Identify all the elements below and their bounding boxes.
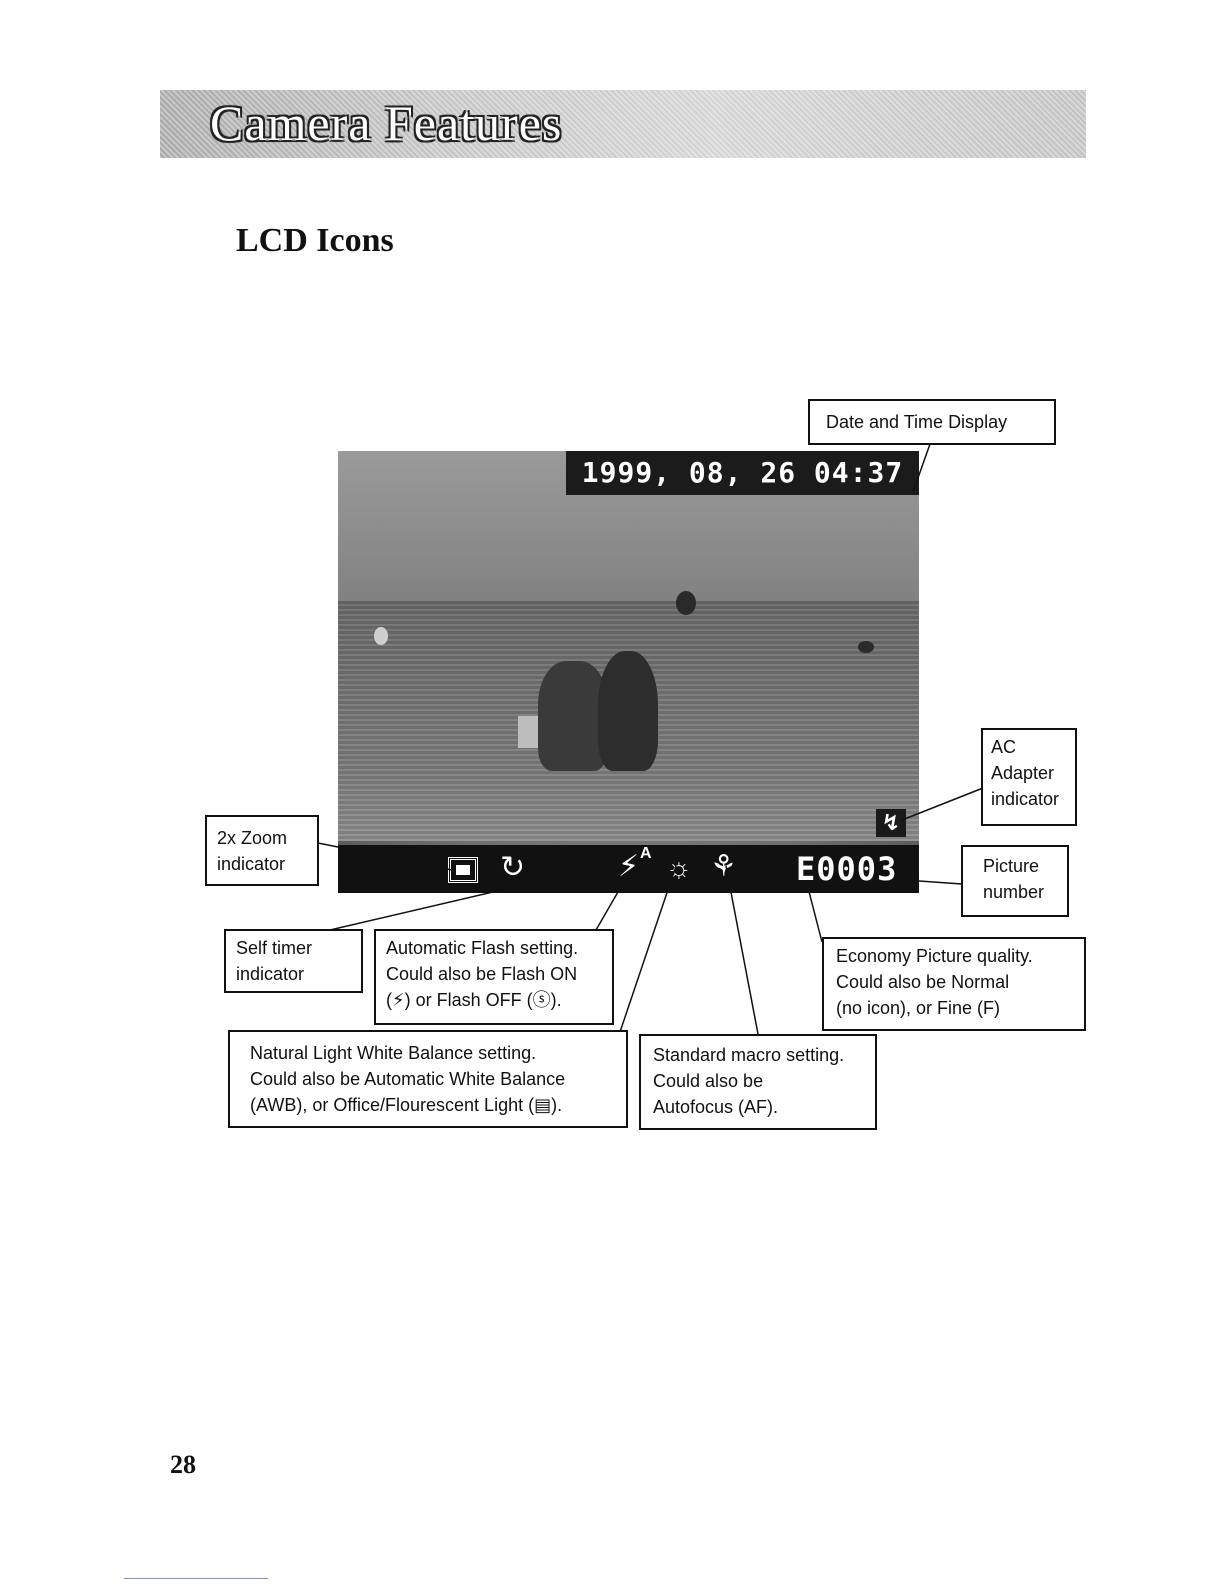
callout-text: Natural Light White Balance setting. [250, 1043, 537, 1063]
callout-text: Automatic Flash setting. [386, 938, 579, 958]
callout-text: indicator [236, 964, 305, 984]
self-timer-icon: ↻ [500, 851, 526, 884]
flash-icon: ⚡ [618, 850, 640, 883]
callout-text: Could also be Automatic White Balance [250, 1069, 566, 1089]
lcd-date-time-display: 1999, 08, 26 04:37 [566, 451, 919, 495]
callout-self-timer: Self timer indicator [224, 929, 363, 993]
callout-economy: Economy Picture quality. Could also be N… [822, 937, 1086, 1031]
chapter-banner: Camera Features [160, 90, 1086, 158]
zoom-2x-icon [448, 857, 478, 883]
lcd-status-bar: ↻ ⚡ A ☼ ⚘ E0003 [338, 845, 919, 893]
callout-text: (no icon), or Fine (F) [836, 998, 1001, 1018]
callout-ac-adapter: AC Adapter indicator [981, 728, 1077, 826]
callout-text: Standard macro setting. [653, 1045, 845, 1065]
callout-text: indicator [991, 789, 1060, 809]
lcd-photo-bird [858, 641, 874, 653]
lcd-photo-bird [374, 627, 388, 645]
callout-text: Self timer [236, 938, 313, 958]
callout-text: Economy Picture quality. [836, 946, 1033, 966]
callout-text: Autofocus (AF). [653, 1097, 779, 1117]
callout-text: number [983, 882, 1045, 902]
callout-date-time: Date and Time Display [808, 399, 1056, 445]
lcd-screen-illustration: 1999, 08, 26 04:37 ↯ ↻ ⚡ A ☼ ⚘ E0003 [338, 451, 919, 893]
callout-text: (⚡) or Flash OFF (ⓢ). [386, 990, 562, 1010]
callout-text: AC [991, 737, 1017, 757]
macro-flower-icon: ⚘ [710, 850, 737, 883]
lcd-picture-number: E0003 [796, 850, 898, 888]
callout-text: Could also be [653, 1071, 764, 1091]
lcd-photo-child [538, 661, 608, 771]
section-title: LCD Icons [236, 222, 394, 259]
callout-text: Date and Time Display [826, 412, 1008, 432]
callout-text: Could also be Flash ON [386, 964, 578, 984]
leader-self-timer [329, 887, 511, 931]
flash-auto-mark: A [640, 845, 652, 862]
page-number: 28 [170, 1450, 196, 1479]
ac-adapter-icon: ↯ [876, 809, 906, 837]
callout-text: Adapter [991, 763, 1055, 783]
callout-macro: Standard macro setting. Could also be Au… [639, 1034, 877, 1130]
footer-rule [124, 1578, 268, 1579]
callout-text: Picture [983, 856, 1040, 876]
lcd-photo-bird [676, 591, 696, 615]
callout-white-balance: Natural Light White Balance setting. Cou… [228, 1030, 628, 1128]
callout-text: indicator [217, 854, 286, 874]
sun-icon: ☼ [666, 852, 692, 883]
callout-text: (AWB), or Office/Flourescent Light (▤). [250, 1095, 563, 1115]
lcd-photo-child [598, 651, 658, 771]
callout-text: 2x Zoom [217, 828, 288, 848]
callout-zoom: 2x Zoom indicator [205, 815, 319, 886]
callout-picture-number: Picture number [961, 845, 1069, 917]
callout-flash: Automatic Flash setting. Could also be F… [374, 929, 614, 1025]
callout-text: Could also be Normal [836, 972, 1010, 992]
chapter-title: Camera Features [210, 95, 563, 151]
